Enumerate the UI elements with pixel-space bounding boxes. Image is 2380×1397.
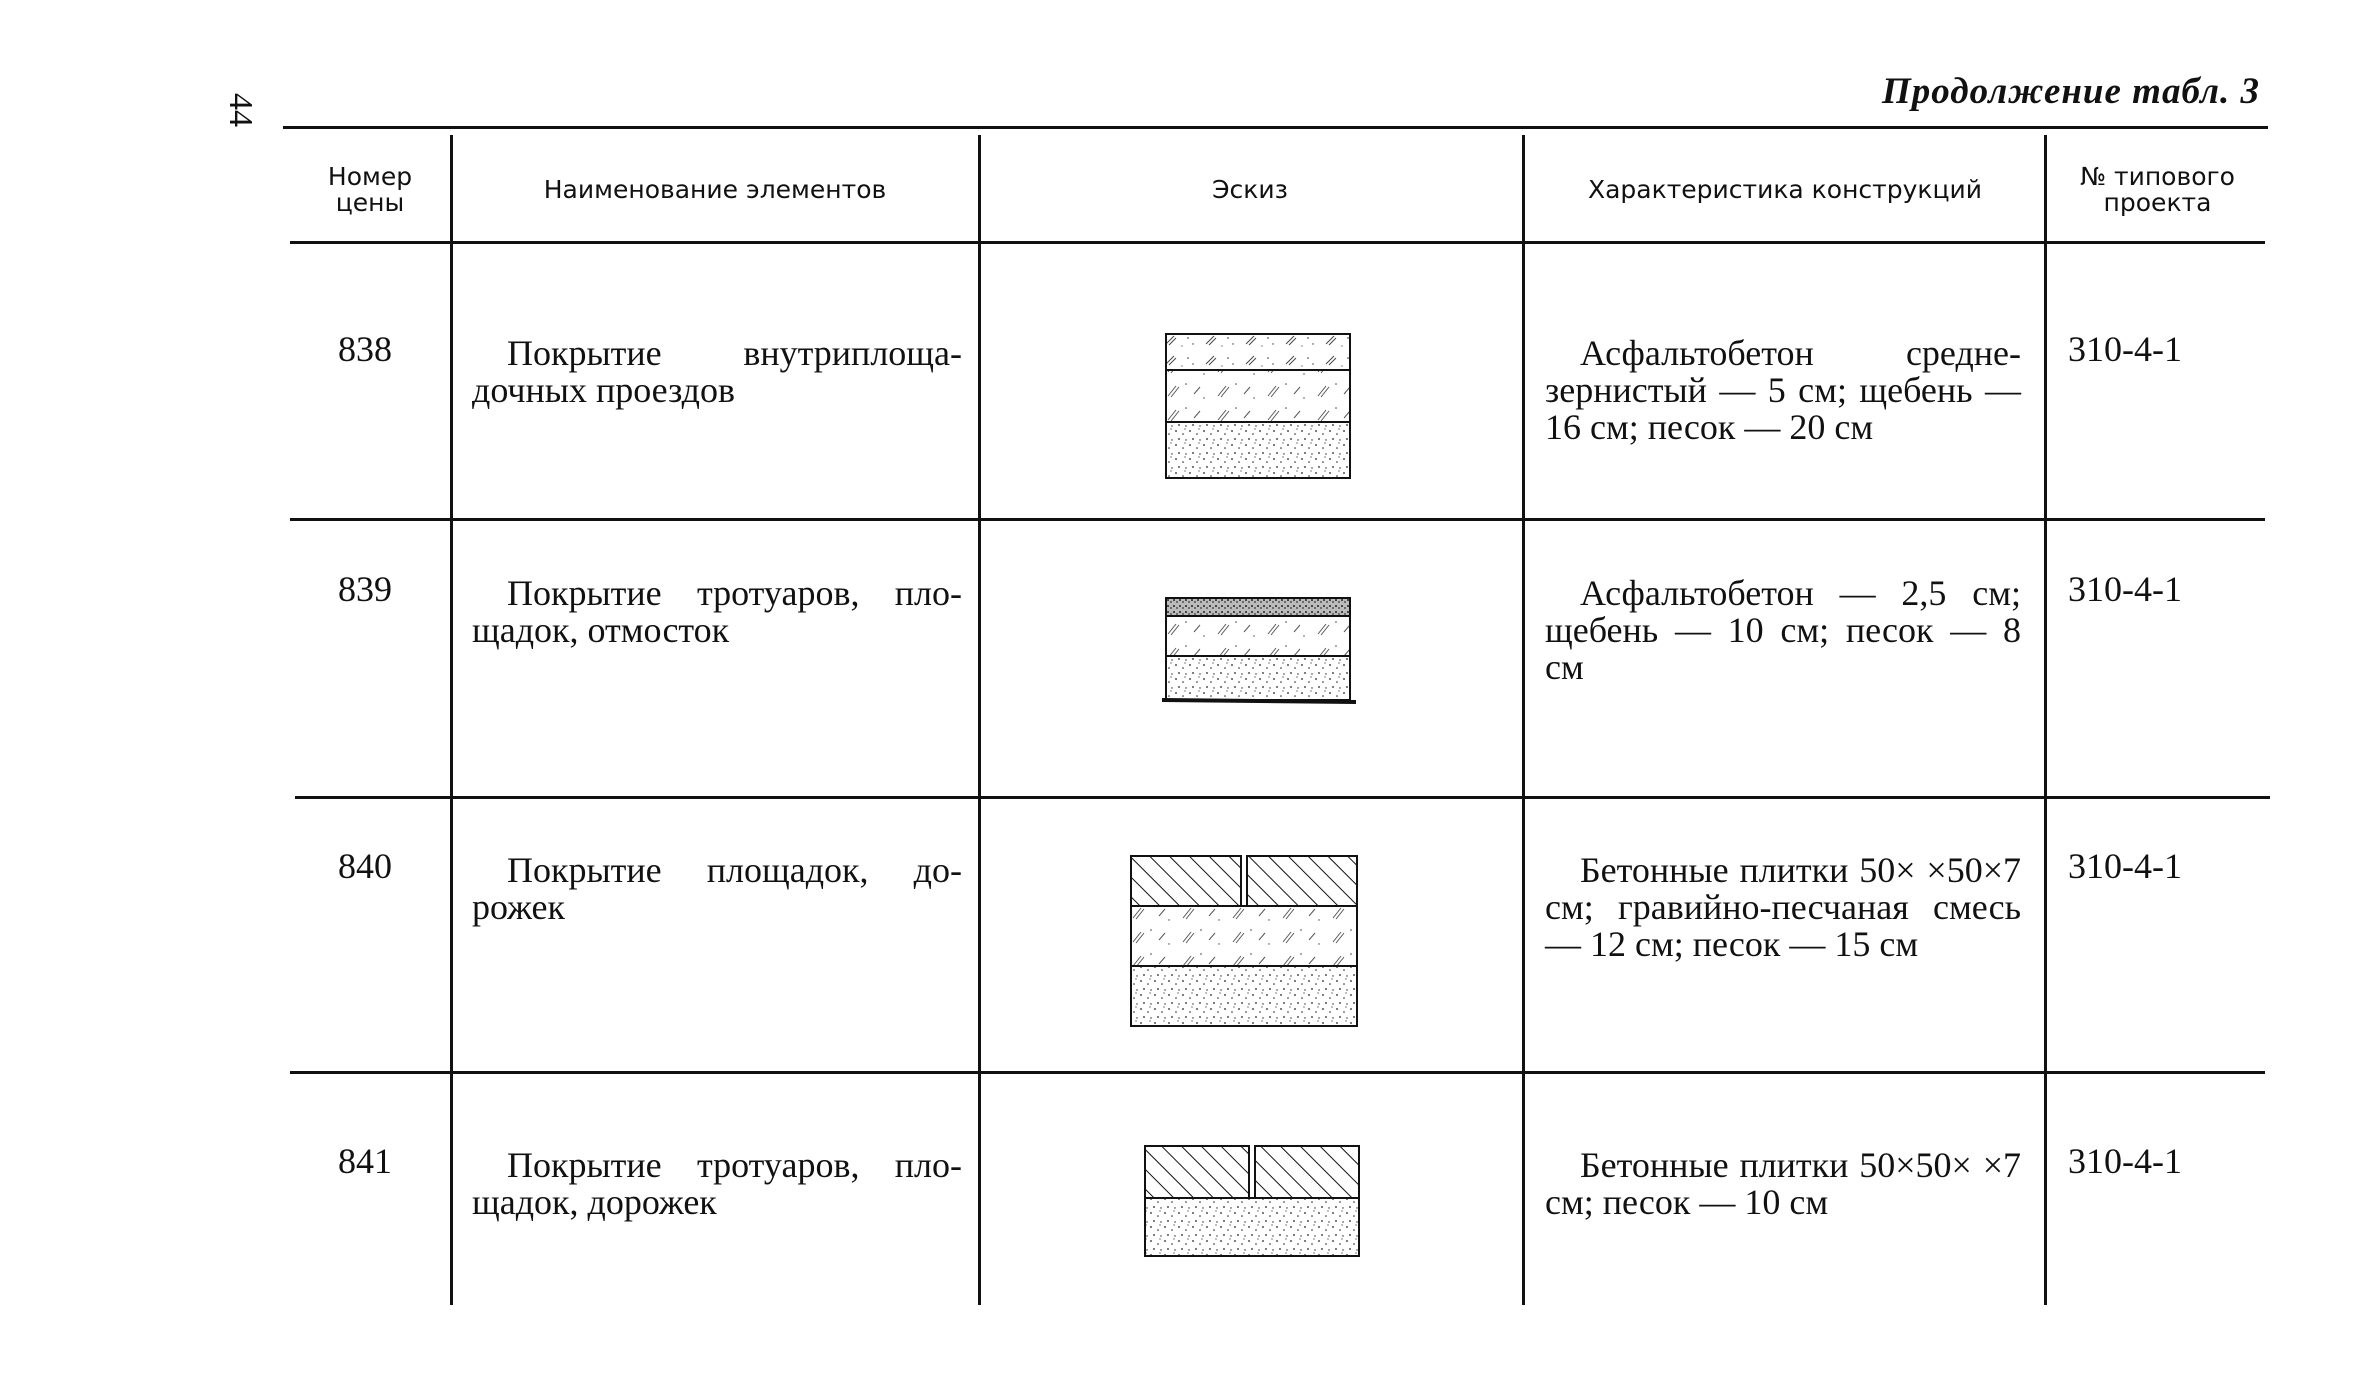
row-841-name: Покрытие тротуаров, пло­щадок, дорожек: [472, 1147, 962, 1221]
row-841-name-text: Покрытие тротуаров, пло­щадок, дорожек: [472, 1145, 962, 1222]
row-838-characteristic-text: Асфальтобетон средне­зернистый — 5 см; щ…: [1545, 333, 2021, 447]
row-divider: [295, 796, 2270, 799]
row-840-sketch: [1130, 855, 1358, 1027]
row-838-characteristic: Асфальтобетон средне­зернистый — 5 см; щ…: [1545, 335, 2021, 446]
gravel-layer: [1165, 369, 1351, 423]
row-838-sketch: [1165, 333, 1351, 479]
table-top-rule: [283, 126, 2268, 129]
concrete-tile-right: [1246, 855, 1358, 907]
column-divider: [1522, 135, 1525, 1305]
row-840-number: 840: [338, 846, 392, 886]
column-divider: [2044, 135, 2047, 1305]
page-number: 44: [222, 93, 259, 127]
column-divider: [978, 135, 981, 1305]
row-839-characteristic: Асфальтобетон — 2,5 см; щебень — 10 см; …: [1545, 575, 2021, 686]
header-characteristic: Характеристика конструкций: [1587, 174, 1983, 204]
row-838-name-text: Покрытие внутриплоща­дочных проездов: [472, 333, 962, 410]
row-841-project: 310-4-1: [2068, 1141, 2182, 1181]
sand-layer: [1130, 965, 1358, 1027]
header-sketch: Эскиз: [1212, 174, 1288, 204]
table-header-rule: [290, 241, 2265, 244]
row-839-number: 839: [338, 569, 392, 609]
row-840-name-text: Покрытие площадок, до­рожек: [472, 850, 962, 927]
asphalt-layer: [1165, 597, 1351, 617]
row-841-number: 841: [338, 1141, 392, 1181]
column-divider: [450, 135, 453, 1305]
row-840-characteristic-text: Бетонные плитки 50× ×50×7 см; гравийно-п…: [1545, 850, 2021, 964]
sand-layer: [1144, 1197, 1360, 1257]
row-841-characteristic: Бетонные плитки 50×50× ×7 см; песок — 10…: [1545, 1147, 2021, 1221]
sand-layer: [1165, 421, 1351, 479]
concrete-tile-left: [1130, 855, 1242, 907]
row-838-project: 310-4-1: [2068, 329, 2182, 369]
header-price-number: Номер цены: [327, 161, 413, 217]
gravel-sand-layer: [1130, 905, 1358, 967]
row-839-project: 310-4-1: [2068, 569, 2182, 609]
sand-layer: [1165, 655, 1351, 701]
row-840-characteristic: Бетонные плитки 50× ×50×7 см; гравийно-п…: [1545, 852, 2021, 963]
row-841-sketch: [1144, 1145, 1360, 1257]
gravel-layer: [1165, 615, 1351, 657]
row-840-project: 310-4-1: [2068, 846, 2182, 886]
row-841-characteristic-text: Бетонные плитки 50×50× ×7 см; песок — 10…: [1545, 1145, 2021, 1222]
row-839-characteristic-text: Асфальтобетон — 2,5 см; щебень — 10 см; …: [1545, 573, 2021, 687]
row-839-sketch: [1161, 597, 1357, 704]
row-839-name: Покрытие тротуаров, пло­щадок, отмосток: [472, 575, 962, 649]
row-divider: [290, 1071, 2265, 1074]
concrete-tile-left: [1144, 1145, 1250, 1199]
row-838-name: Покрытие внутриплоща­дочных проездов: [472, 335, 962, 409]
row-divider: [290, 518, 2265, 521]
header-element-name: Наименование элементов: [543, 174, 887, 204]
table-continuation-caption: Продолжение табл. 3: [1882, 71, 2260, 112]
concrete-tile-right: [1254, 1145, 1360, 1199]
row-840-name: Покрытие площадок, до­рожек: [472, 852, 962, 926]
asphalt-layer: [1165, 333, 1351, 371]
row-838-number: 838: [338, 329, 392, 369]
row-839-name-text: Покрытие тротуаров, пло­щадок, отмосток: [472, 573, 962, 650]
header-project-number: № типового проекта: [2080, 161, 2235, 217]
